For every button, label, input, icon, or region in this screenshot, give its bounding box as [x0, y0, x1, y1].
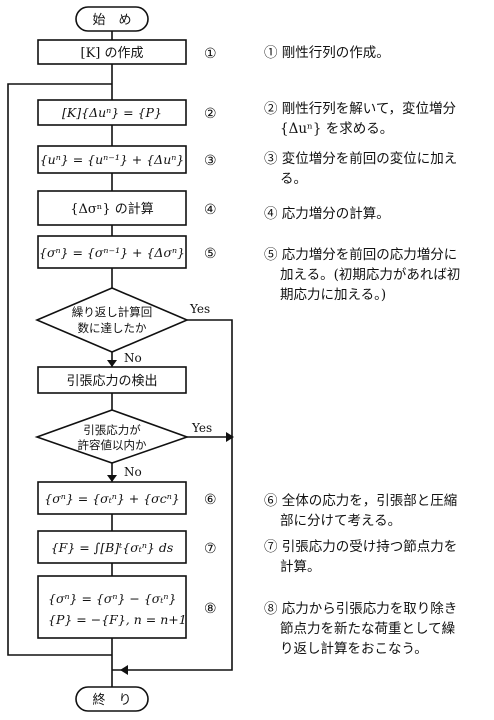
decision-1-no: No: [124, 351, 142, 365]
step-8-label-line-1: {σⁿ} = {σⁿ} − {σₜⁿ}: [48, 591, 176, 606]
decision-2-line-2: 許容値以内か: [78, 438, 147, 452]
desc-1-line-1: ① 剛性行列の作成。: [264, 45, 390, 61]
step-3-label: {uⁿ} = {uⁿ⁻¹} + {Δuⁿ}: [40, 152, 185, 167]
step-8-label-line-2: {P} = −{F}, n = n+1: [48, 612, 187, 627]
step-5-label: {σⁿ} = {σⁿ⁻¹} + {Δσⁿ}: [39, 245, 185, 260]
step-number: ②: [204, 106, 217, 122]
desc-2-line-2: {Δuⁿ} を求める。: [280, 121, 393, 137]
step-1-label: [K] の作成: [81, 46, 144, 61]
desc-3-line-1: ③ 変位増分を前回の変位に加え: [264, 150, 457, 167]
start-terminal: 始 め: [75, 6, 149, 32]
arrowhead-down: [107, 360, 117, 367]
decision-1-line-2: 数に達したか: [78, 321, 147, 335]
process-box-1: [K] の作成: [37, 39, 187, 65]
desc-6-line-1: ⑥ 全体の応力を，引張部と圧縮: [264, 492, 457, 509]
detect-label: 引張応力の検出: [66, 374, 157, 389]
decision-2-yes: Yes: [191, 421, 212, 435]
arrowhead-down: [107, 475, 117, 482]
decision-1-yes: Yes: [189, 302, 210, 316]
desc-8-line-3: り返し計算をおこなう。: [280, 641, 428, 657]
desc-5-line-3: 期応力に加える。): [280, 287, 386, 303]
process-box-2: [K]{Δuⁿ} = {P}: [37, 99, 187, 126]
desc-6-line-2: 部に分けて考える。: [280, 513, 401, 529]
start-label: 始 め: [92, 13, 131, 28]
arrowhead-left: [120, 665, 128, 675]
step-number: ⑧: [204, 601, 217, 617]
desc-3-line-2: る。: [280, 171, 307, 187]
desc-7-line-2: 計算。: [280, 559, 321, 575]
desc-2-line-1: ② 剛性行列を解いて，変位増分: [264, 100, 456, 117]
step-7-label: {F} = ∫[B]ᵗ{σₜⁿ} ds: [51, 540, 174, 555]
end-label: 終 り: [92, 692, 131, 708]
process-box-8: {σⁿ} = {σⁿ} − {σₜⁿ} {P} = −{F}, n = n+1: [37, 575, 187, 639]
desc-8-line-1: ⑧ 応力から引張応力を取り除き: [264, 601, 457, 617]
end-terminal: 終 り: [75, 686, 149, 712]
step-number: ⑥: [204, 492, 217, 508]
step-number: ①: [204, 46, 217, 62]
step-6-label: {σⁿ} = {σₜⁿ} + {σcⁿ}: [44, 491, 179, 506]
step-number: ④: [204, 202, 217, 218]
step-2-label: [K]{Δuⁿ} = {P}: [62, 105, 162, 120]
desc-5-line-2: 加える。(初期応力があれば初: [280, 266, 460, 283]
process-box-4: {Δσⁿ} の計算: [37, 190, 187, 226]
process-box-3: {uⁿ} = {uⁿ⁻¹} + {Δuⁿ}: [37, 145, 187, 174]
detect-box: 引張応力の検出: [37, 366, 187, 394]
step-number: ⑤: [204, 246, 217, 262]
arrowheads: [107, 360, 234, 675]
arrowhead-right: [226, 432, 234, 442]
decision-2-no: No: [124, 465, 142, 479]
connectors: [7, 31, 233, 687]
step-number: ⑦: [204, 541, 217, 557]
decision-2-line-1: 引張応力が: [83, 423, 141, 437]
desc-5-line-1: ⑤ 応力増分を前回の応力増分に: [264, 246, 457, 263]
desc-4-line-1: ④ 応力増分の計算。: [264, 206, 390, 222]
process-box-6: {σⁿ} = {σₜⁿ} + {σcⁿ}: [37, 481, 187, 515]
process-box-7: {F} = ∫[B]ᵗ{σₜⁿ} ds: [37, 530, 187, 564]
decision-iteration: 繰り返し計算回 数に達したか: [34, 287, 190, 353]
descriptions: ① 剛性行列の作成。 ② 剛性行列を解いて，変位増分 {Δuⁿ} を求める。 ③…: [264, 45, 460, 657]
decision-1-line-1: 繰り返し計算回: [72, 305, 153, 319]
step-4-label: {Δσⁿ} の計算: [70, 201, 154, 217]
desc-8-line-2: 節点力を新たな荷重として繰: [280, 621, 456, 637]
desc-7-line-1: ⑦ 引張応力の受け持つ節点力を: [264, 539, 457, 555]
process-box-5: {σⁿ} = {σⁿ⁻¹} + {Δσⁿ}: [37, 235, 187, 269]
step-numbers: ① ② ③ ④ ⑤ ⑥ ⑦ ⑧: [204, 46, 217, 617]
decision-tension: 引張応力が 許容値以内か: [34, 409, 190, 464]
step-number: ③: [204, 153, 217, 169]
